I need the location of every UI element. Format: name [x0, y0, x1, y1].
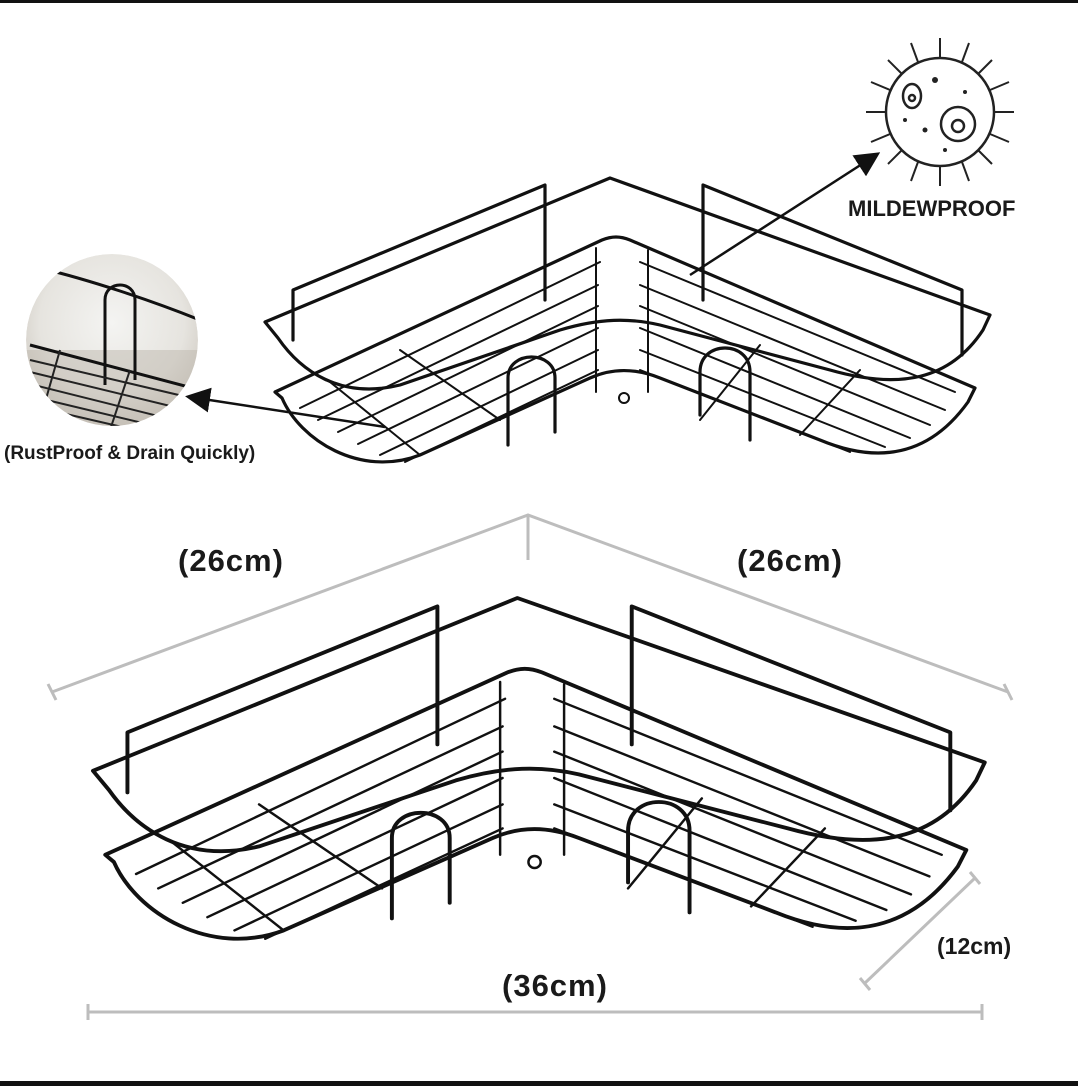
bottom-border: [0, 1081, 1078, 1086]
left-depth-label: (26cm): [178, 543, 284, 578]
shelf-depth-label: (12cm): [937, 933, 1012, 959]
bottom-shelf-drawing: [91, 596, 987, 941]
rustproof-label: (RustProof & Drain Quickly): [4, 443, 256, 464]
rust-arrow: [185, 387, 386, 429]
wire-hook-closeup: [26, 254, 198, 426]
top-border: [0, 0, 1078, 3]
mildew-germ-icon: [866, 38, 1014, 186]
mildewproof-label: MILDEWPROOF: [848, 196, 1016, 221]
mildew-arrow: [689, 152, 881, 277]
dimension-lines: [46, 513, 1014, 1020]
width-label: (36cm): [502, 968, 608, 1003]
right-depth-label: (26cm): [737, 543, 843, 578]
